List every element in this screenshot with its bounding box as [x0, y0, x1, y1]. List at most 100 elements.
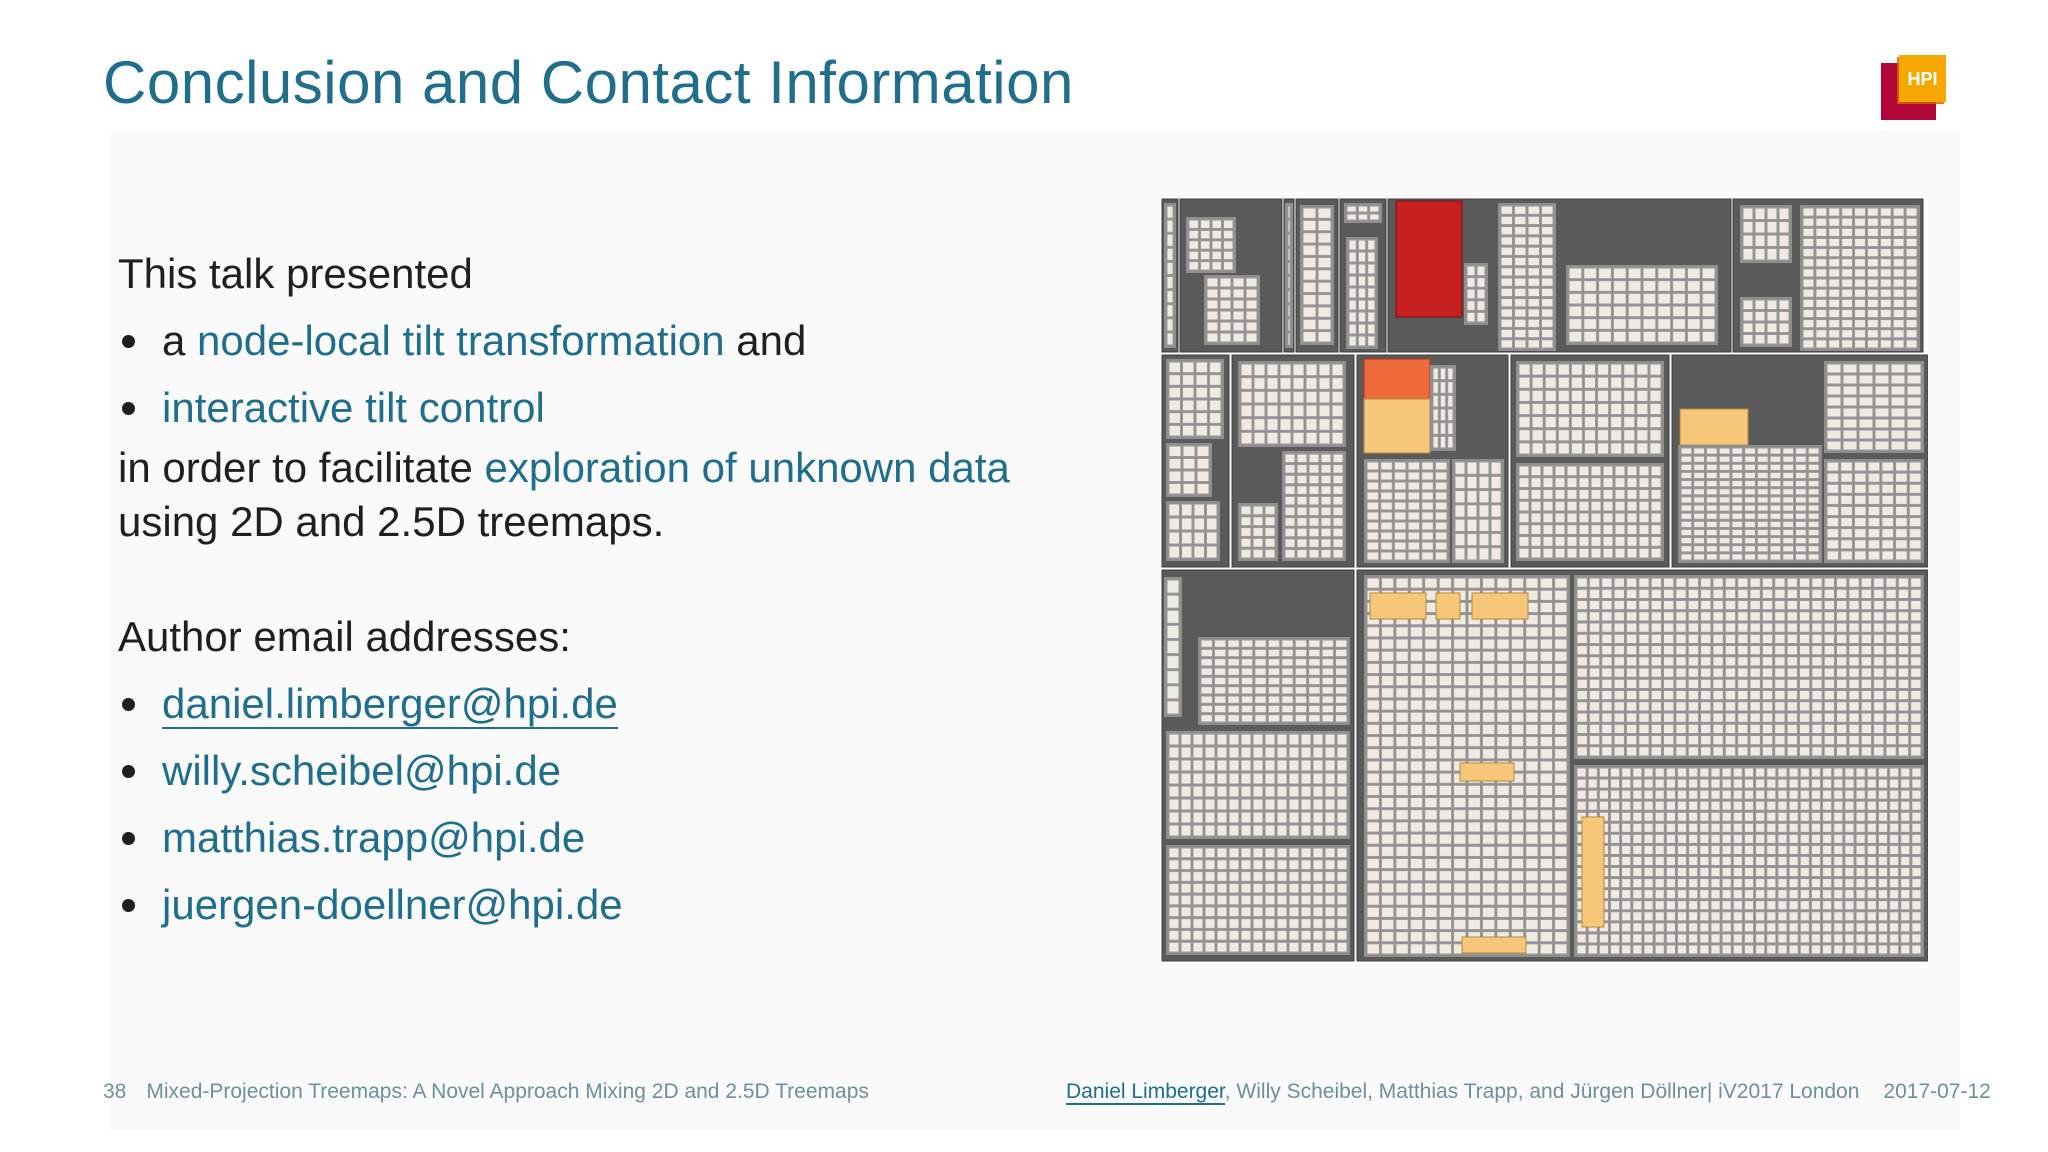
treemap-leaf — [1676, 922, 1688, 933]
treemap-leaf — [1557, 416, 1570, 429]
treemap-leaf — [1885, 633, 1897, 644]
treemap-leaf — [1613, 633, 1625, 644]
treemap-leaf — [1296, 527, 1308, 538]
email-link-scheibel[interactable]: willy.scheibel@hpi.de — [162, 747, 562, 794]
treemap-leaf — [1200, 658, 1213, 667]
treemap-leaf — [1650, 622, 1662, 633]
treemap-leaf — [1421, 481, 1434, 491]
treemap-leaf — [1879, 288, 1892, 298]
treemap-leaf — [1710, 822, 1721, 833]
treemap-leaf — [1228, 824, 1240, 837]
treemap-leaf — [1680, 480, 1693, 488]
treemap-leaf — [1541, 215, 1554, 226]
treemap-leaf — [1276, 811, 1288, 824]
treemap-leaf — [1900, 833, 1911, 844]
treemap-leaf — [1724, 746, 1737, 757]
treemap-leaf — [1336, 941, 1348, 953]
treemap-leaf — [1525, 736, 1539, 748]
treemap-leaf — [1718, 520, 1731, 528]
treemap-leaf — [1583, 416, 1597, 429]
treemap-leaf — [1566, 524, 1578, 535]
treemap-leaf — [1166, 290, 1174, 304]
treemap-leaf — [1409, 857, 1424, 870]
treemap-leaf — [1693, 488, 1705, 496]
treemap-leaf — [1228, 746, 1240, 759]
treemap-leaf — [1240, 537, 1252, 548]
treemap-leaf — [1554, 547, 1566, 559]
treemap-leaf — [1525, 687, 1539, 699]
treemap-leaf — [1788, 844, 1799, 855]
treemap-leaf — [1266, 390, 1279, 404]
treemap-leaf — [1264, 505, 1276, 516]
treemap-leaf — [1826, 517, 1840, 528]
treemap-leaf — [1693, 480, 1705, 488]
treemap-leaf — [1335, 639, 1348, 648]
treemap-leaf — [1613, 690, 1625, 701]
treemap-leaf — [1204, 811, 1216, 824]
treemap-leaf — [1879, 308, 1892, 319]
treemap-leaf — [1897, 645, 1910, 656]
treemap-leaf — [1466, 277, 1476, 288]
treemap-leaf — [1842, 429, 1858, 440]
treemap-leaf — [1530, 547, 1542, 559]
treemap-leaf — [1638, 723, 1650, 734]
treemap-leaf — [1621, 933, 1632, 944]
treemap-leaf — [1866, 822, 1877, 833]
treemap-leaf — [1910, 735, 1922, 746]
treemap-leaf — [1209, 424, 1222, 437]
treemap-leaf — [1828, 339, 1841, 349]
treemap-leaf — [1836, 746, 1848, 757]
treemap-leaf — [1755, 800, 1766, 811]
treemap-leaf — [1407, 481, 1421, 491]
treemap-leaf — [1281, 695, 1294, 704]
treemap-leaf — [1777, 800, 1788, 811]
treemap-leaf — [1632, 911, 1643, 922]
email-link-trapp[interactable]: matthias.trapp@hpi.de — [162, 814, 586, 861]
treemap-leaf — [1905, 288, 1918, 298]
email-link-limberger[interactable]: daniel.limberger@hpi.de — [162, 680, 618, 729]
treemap-leaf — [1866, 319, 1879, 329]
treemap-leaf — [1284, 517, 1296, 527]
treemap-leaf — [1777, 778, 1788, 789]
treemap-leaf — [1407, 541, 1421, 551]
treemap-leaf — [1911, 933, 1922, 944]
treemap-leaf — [1649, 429, 1662, 442]
treemap-leaf — [1467, 845, 1481, 857]
treemap-leaf — [1613, 735, 1625, 746]
treemap-leaf — [1514, 267, 1527, 277]
treemap-leaf — [1625, 678, 1638, 689]
treemap-leaf — [1336, 824, 1348, 837]
treemap-leaf — [1889, 844, 1900, 855]
treemap-leaf — [1699, 867, 1710, 878]
treemap-leaf — [1510, 687, 1525, 699]
treemap-leaf — [1705, 553, 1718, 561]
treemap-leaf — [1336, 847, 1348, 859]
treemap-leaf — [1911, 767, 1922, 778]
treemap-leaf — [1614, 536, 1626, 547]
treemap-leaf — [1877, 789, 1889, 800]
treemap-leaf — [1424, 577, 1438, 589]
treemap-leaf — [1910, 746, 1922, 757]
treemap-leaf — [1336, 929, 1348, 941]
treemap-leaf — [1848, 735, 1860, 746]
treemap-leaf — [1476, 288, 1486, 300]
treemap-leaf — [1881, 505, 1895, 517]
treemap-leaf — [1795, 488, 1807, 496]
treemap-leaf — [1590, 536, 1602, 547]
email-link-doellner[interactable]: juergen-doellner@hpi.de — [162, 881, 623, 928]
treemap-leaf — [1665, 789, 1676, 800]
treemap-leaf — [1252, 548, 1264, 559]
treemap-leaf — [1317, 232, 1332, 244]
treemap-leaf — [1525, 931, 1539, 943]
treemap-leaf — [1663, 701, 1675, 712]
treemap-leaf — [1744, 545, 1756, 553]
first-author-link[interactable]: Daniel Limberger — [1066, 1080, 1225, 1105]
treemap-leaf — [1588, 588, 1601, 599]
treemap-leaf — [1866, 833, 1877, 844]
treemap-leaf — [1687, 656, 1700, 667]
treemap-leaf — [1518, 465, 1530, 477]
treemap-leaf — [1409, 931, 1424, 943]
treemap-leaf — [1663, 656, 1675, 667]
treemap-leaf — [1823, 656, 1836, 667]
